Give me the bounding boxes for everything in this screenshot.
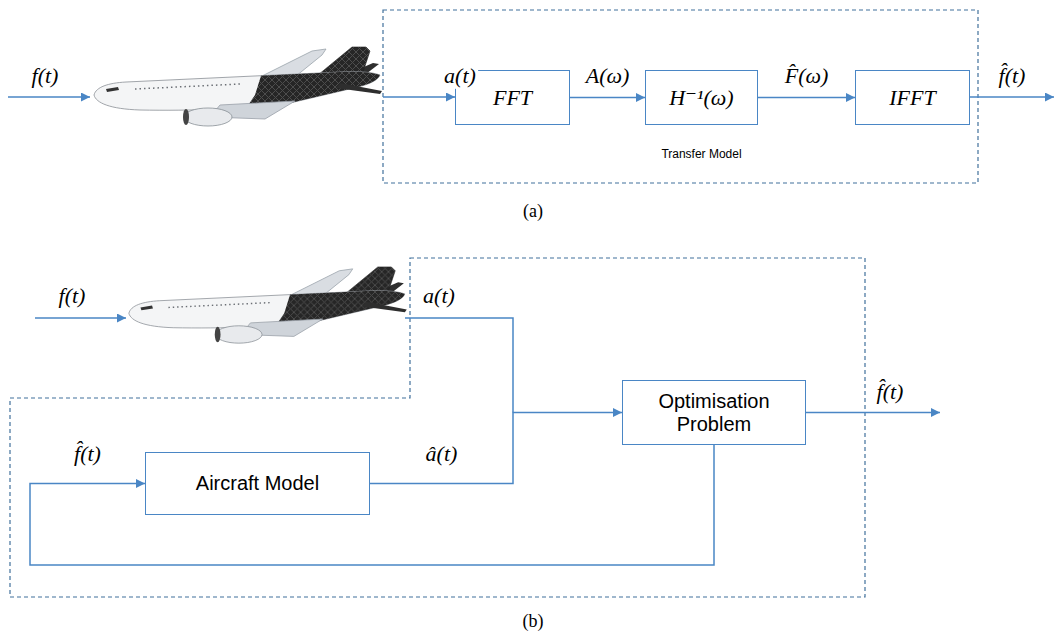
signal-connector (370, 413, 622, 484)
signal-line (8, 97, 1054, 413)
optimisation-box: Optimisation Problem (622, 380, 806, 445)
box-text: Optimisation Problem (631, 390, 797, 436)
box-text: IFFT (889, 85, 935, 110)
signal-arrow (797, 412, 940, 414)
signal-label: a(t) (421, 283, 457, 309)
box-text: H⁻¹(ω) (669, 85, 733, 110)
aircraft-picture (129, 267, 415, 343)
signal-connector (30, 445, 714, 565)
signal-label: f̂(t) (72, 440, 103, 466)
aircraft-picture (94, 47, 390, 126)
signal-label: A(ω) (584, 62, 632, 88)
signal-label: f(t) (30, 63, 61, 89)
signal-label: f̂(t) (875, 379, 906, 405)
signal-connector (758, 97, 855, 99)
process-box: IFFT (855, 70, 970, 125)
dashed-frame (383, 10, 978, 183)
signal-arrow (35, 317, 126, 319)
signal-label: f̂(t) (997, 63, 1028, 89)
box-text: FFT (493, 85, 532, 110)
dashed-frame (10, 258, 865, 597)
transfer-model-box: H⁻¹(ω)Transfer Model (645, 70, 758, 125)
signal-arrow (970, 96, 1054, 98)
figure-label: (a) (521, 201, 545, 223)
signal-connector (570, 97, 645, 99)
signal-arrow (8, 96, 90, 98)
signal-label: a(t) (442, 63, 478, 89)
box-text: Aircraft Model (196, 472, 319, 495)
signal-line (405, 318, 513, 413)
signal-label: f(t) (57, 283, 88, 309)
signal-label: â(t) (424, 440, 460, 466)
signal-label: F̂(ω) (783, 62, 831, 88)
figure-label: (b) (521, 611, 546, 633)
signal-arrow (383, 96, 455, 98)
box-heading: Transfer Model (661, 148, 741, 162)
model-box: Aircraft Model (145, 452, 370, 515)
